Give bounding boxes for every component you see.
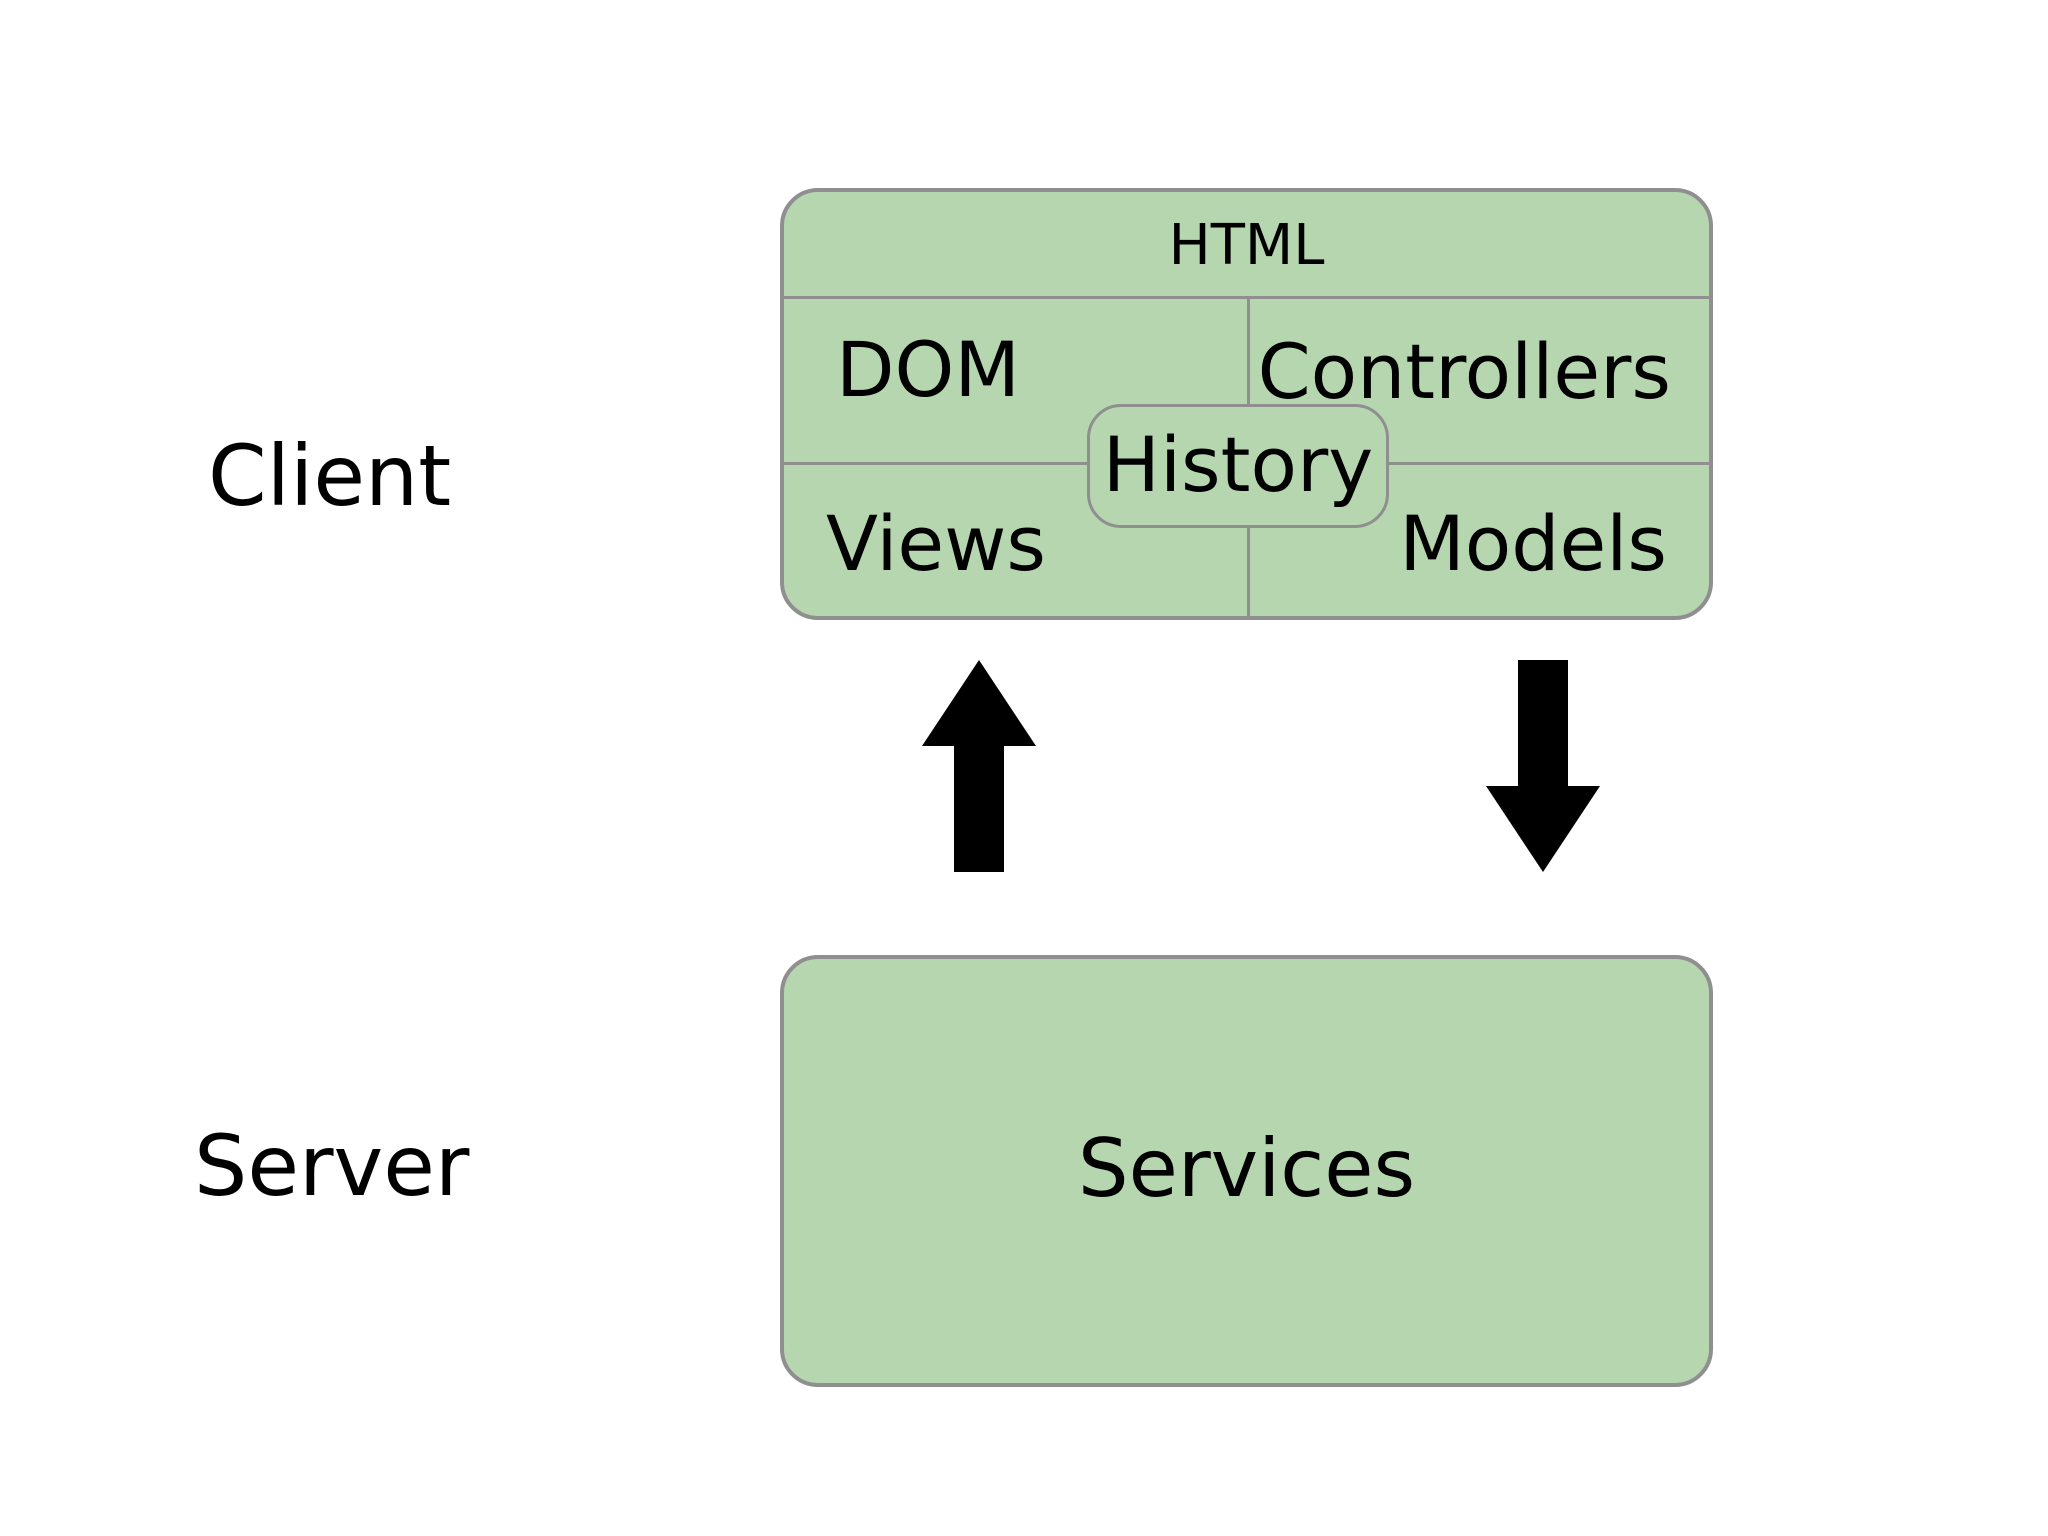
down-arrow-shape (1486, 660, 1600, 872)
down-arrow-icon (1486, 660, 1600, 876)
models-component-label: Models (1399, 499, 1667, 588)
header-divider (784, 296, 1709, 299)
client-box: HTML DOM Controllers Views Models Histor… (780, 188, 1713, 620)
server-tier-label: Server (194, 1117, 470, 1215)
dom-component-label: DOM (836, 325, 1020, 414)
services-label: Services (1077, 1122, 1416, 1215)
html-layer-label: HTML (1168, 213, 1325, 278)
history-pill: History (1087, 404, 1389, 528)
up-arrow-icon (922, 660, 1036, 876)
up-arrow-shape (922, 660, 1036, 872)
views-component-label: Views (826, 499, 1046, 588)
server-box: Services (780, 955, 1713, 1387)
history-component-label: History (1102, 420, 1374, 509)
client-tier-label: Client (208, 427, 452, 525)
controllers-component-label: Controllers (1257, 327, 1671, 416)
